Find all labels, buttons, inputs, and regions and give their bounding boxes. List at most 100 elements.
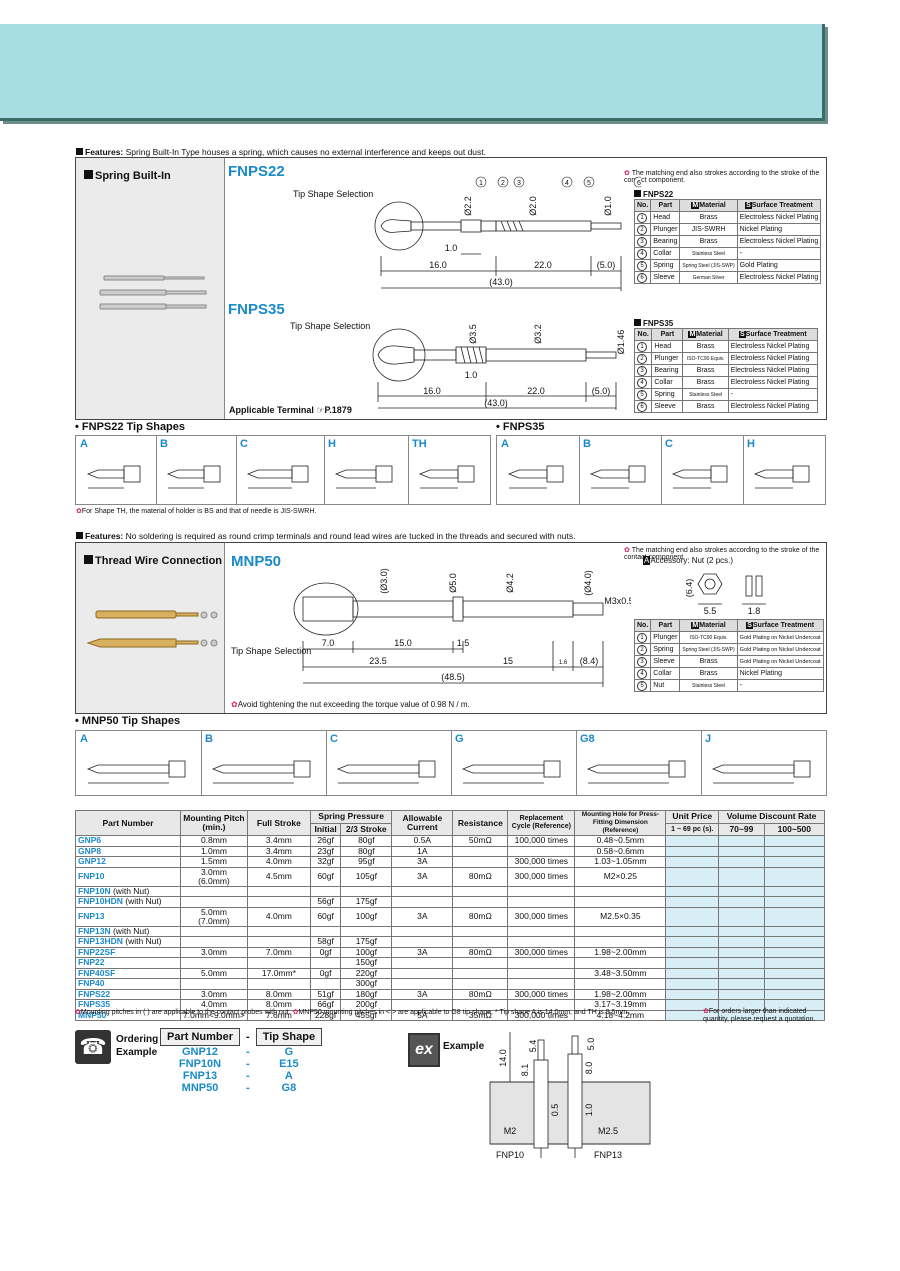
mnp50-dim-16: 1.6 xyxy=(559,660,568,666)
spec-cell xyxy=(452,896,509,908)
spec-cell: 3A xyxy=(391,906,454,927)
spec-cell xyxy=(452,936,509,948)
tip-shape-cell: G xyxy=(451,731,577,795)
spec-part-number: FNP10 xyxy=(75,866,181,887)
features-line-2: Features: No soldering is required as ro… xyxy=(76,531,575,541)
row-no: 6 xyxy=(633,400,653,413)
row-surface: Gold Plating on Nickel Undercoat xyxy=(736,631,824,644)
spec-cell: 3.4mm xyxy=(246,835,311,847)
spec-cell: 17.0mm* xyxy=(246,967,311,979)
row-no: 3 xyxy=(633,655,652,668)
ord-tip: E15 xyxy=(279,1058,299,1070)
spec-cell: 58gf xyxy=(309,936,342,948)
tip-shape-cell: A xyxy=(76,731,202,795)
ex-dim-05: 0.5 xyxy=(550,1104,560,1117)
tip-shape-label: C xyxy=(240,438,248,450)
tip-shape-drawing xyxy=(507,465,564,489)
tip-shape-cell: H xyxy=(324,436,409,504)
mnp50-dim-485: (48.5) xyxy=(441,672,465,682)
spec-part-number: FNP40SF xyxy=(75,967,181,979)
row-surface: Electroless Nickel Plating xyxy=(736,211,822,224)
spec-cell xyxy=(718,866,765,887)
row-part: Collar xyxy=(651,376,684,389)
ordering-row: MNP50-G8 xyxy=(161,1082,322,1094)
fnps35-dim-16: 16.0 xyxy=(423,386,441,396)
spec-cell xyxy=(391,925,454,937)
spec-part-number: FNP22SF xyxy=(75,946,181,958)
spec-cell: 3.0mm xyxy=(180,946,248,958)
row-material: Brass xyxy=(679,235,738,248)
balloon-5: 5 xyxy=(587,180,591,187)
spec-cell xyxy=(763,856,826,868)
quotation-note: ✿For orders larger than indicated quanti… xyxy=(703,1008,816,1023)
row-material: Spring Steel (JIS-SWP) xyxy=(679,643,738,656)
tip-shape-label: H xyxy=(328,438,336,450)
ord-dash: - xyxy=(246,1058,250,1070)
spec-cell xyxy=(665,936,720,948)
spec-cell xyxy=(763,988,826,1000)
row-surface: Nickel Plating xyxy=(736,667,824,680)
row-material: Brass xyxy=(679,667,738,680)
mnp50-thread: M3x0.5 xyxy=(604,596,631,606)
mnp50-tip-shape-label: Tip Shape Selection xyxy=(231,646,312,656)
spec-cell: 105gf xyxy=(340,866,393,887)
balloon-4: 4 xyxy=(565,180,569,187)
spec-cell xyxy=(452,845,509,857)
fnps35-phi-32: Ø3.2 xyxy=(533,324,543,344)
ex-fnp10: FNP10 xyxy=(496,1150,524,1160)
ex-dim-14: 14.0 xyxy=(498,1049,508,1067)
spec-cell: 175gf xyxy=(340,896,393,908)
row-material: Brass xyxy=(682,400,729,413)
spec-cell: 455gf xyxy=(340,1009,393,1021)
spec-cell xyxy=(452,856,509,868)
tip-shape-label: B xyxy=(205,733,213,745)
th-part-number: Part Number xyxy=(75,810,181,836)
spec-cell xyxy=(507,896,576,908)
spec-cell: 4.0mm xyxy=(246,906,311,927)
row-surface: Gold Plating on Nickel Undercoat xyxy=(736,643,824,656)
features-line-1: Features: Spring Built-In Type houses a … xyxy=(76,147,486,157)
spec-cell xyxy=(763,1009,826,1021)
spec-cell xyxy=(246,957,311,969)
spec-cell: 180gf xyxy=(340,988,393,1000)
ord-part: FNP10N xyxy=(178,1058,222,1070)
header-band xyxy=(0,24,825,121)
row-surface: - xyxy=(736,247,822,260)
ord-header-dash: - xyxy=(246,1031,250,1043)
th-mounting-pitch: Mounting Pitch (min.) xyxy=(180,810,248,836)
balloon-2: 2 xyxy=(501,180,505,187)
spec-cell xyxy=(391,978,454,990)
spec-cell: 0gf xyxy=(309,967,342,979)
tip-shape-label: G xyxy=(455,733,464,745)
ord-header-part: Part Number xyxy=(159,1028,241,1046)
thread-probe-photo xyxy=(86,610,218,648)
fnps35-dim-1: 1.0 xyxy=(465,370,478,380)
spec-cell: 220gf xyxy=(340,967,393,979)
spec-cell: 300,000 times xyxy=(507,866,576,887)
spec-cell xyxy=(452,978,509,990)
spec-part-number: FNP13 xyxy=(75,906,181,927)
spec-cell: 300gf xyxy=(340,978,393,990)
spring-section-title: Spring Built-In xyxy=(84,170,171,182)
mnp50-dim-235: 23.5 xyxy=(369,656,387,666)
thread-wire-panel: Thread Wire Connection MNP50 ✿ The match… xyxy=(75,542,827,714)
nut-dim-18: 1.8 xyxy=(748,606,761,616)
spec-cell xyxy=(665,856,720,868)
spec-cell xyxy=(180,896,248,908)
spec-cell xyxy=(452,925,509,937)
th-initial: Initial xyxy=(309,822,342,836)
mnp50-phi-50: Ø5.0 xyxy=(448,573,458,593)
spec-cell: 1.5mm xyxy=(180,856,248,868)
row-part: Bearing xyxy=(651,364,684,377)
row-material: JIS-SWRH xyxy=(679,223,738,236)
page-ref-link[interactable]: P.1879 xyxy=(324,405,352,415)
fnps35-dim-5: (5.0) xyxy=(592,386,611,396)
